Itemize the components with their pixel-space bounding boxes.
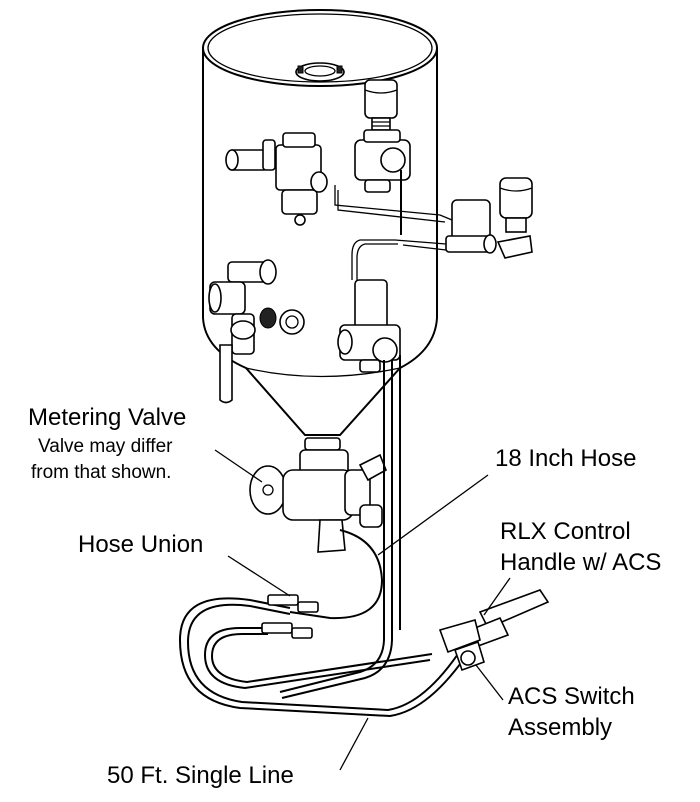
fill-hatch — [295, 62, 345, 82]
choke-valve-assembly — [337, 279, 401, 373]
rlx-control-handle — [438, 589, 550, 672]
metering-valve-note-line2: from that shown. — [31, 462, 172, 483]
metering-valve-note-line1: Valve may differ — [38, 436, 173, 457]
muffler-upper — [364, 79, 398, 131]
hose-18-inch-label: 18 Inch Hose — [495, 445, 637, 472]
metering-valve-label: Metering Valve — [28, 404, 187, 431]
exhaust-valve-assembly — [354, 129, 411, 235]
single-line-hose — [178, 597, 471, 718]
hoses — [178, 355, 471, 718]
single-line-label: 50 Ft. Single Line — [107, 762, 294, 789]
rlx-control-label-line2: Handle w/ ACS — [500, 549, 662, 576]
acs-switch-label-line1: ACS Switch — [508, 683, 635, 710]
pipe-fittings — [259, 307, 305, 335]
side-valve-assembly — [445, 177, 533, 259]
inlet-valve-assembly — [225, 132, 328, 226]
acs-switch-label-line2: Assembly — [508, 714, 613, 741]
tank-bottom-cone — [202, 317, 438, 436]
air-lines — [334, 185, 453, 280]
air-inlet-ball-valve — [208, 259, 277, 404]
hose-union-label: Hose Union — [78, 531, 204, 558]
blast-tank — [202, 9, 438, 436]
hose-unions — [261, 594, 319, 639]
metering-valve — [249, 437, 388, 553]
rlx-control-label-line1: RLX Control — [500, 518, 631, 545]
leader-lines — [214, 449, 511, 771]
hose-18-inch — [289, 529, 384, 620]
